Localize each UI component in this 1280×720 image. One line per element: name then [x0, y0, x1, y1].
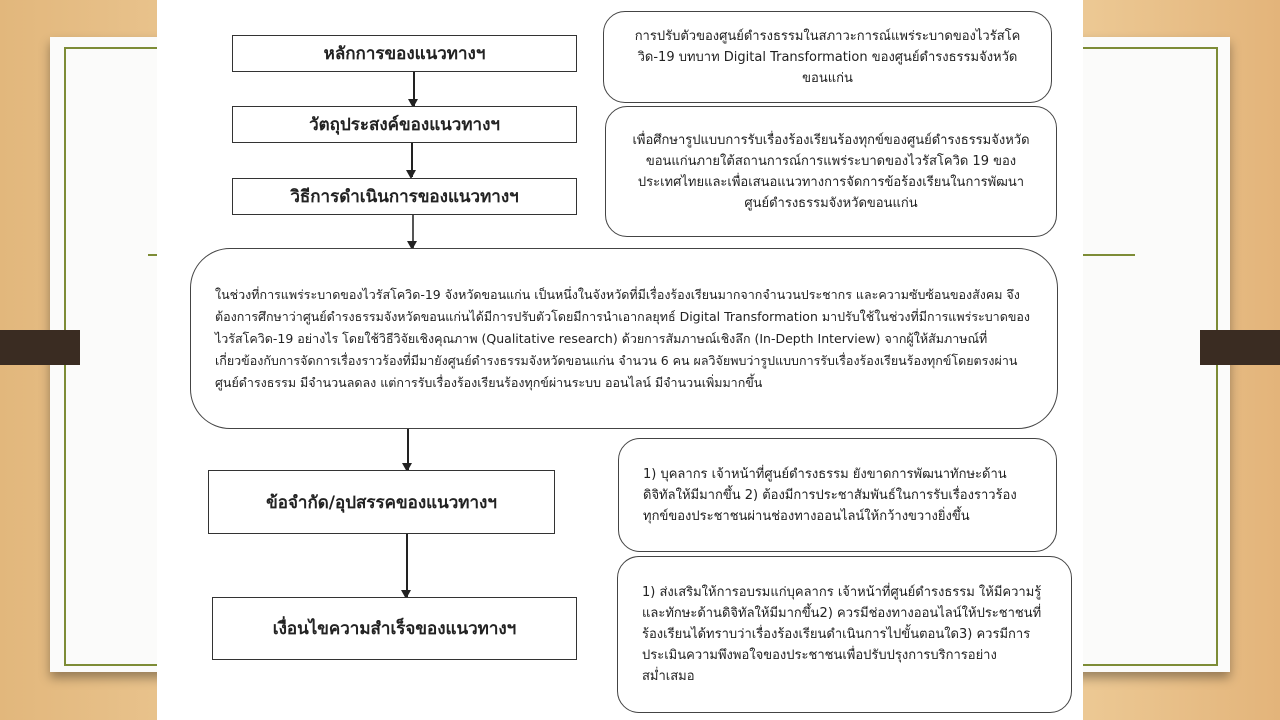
arrow-down — [403, 429, 411, 472]
detail-text: 1) ส่งเสริมให้การอบรมแก่บุคลากร เจ้าหน้า… — [642, 585, 1042, 684]
step-label: วิธีการดำเนินการของแนวทางฯ — [290, 187, 519, 207]
step-method: วิธีการดำเนินการของแนวทางฯ — [232, 178, 577, 215]
method-detail: ในช่วงที่การแพร่ระบาดของไวรัสโควิด-19 จั… — [190, 248, 1058, 429]
step-label: ข้อจำกัด/อุปสรรคของแนวทางฯ — [266, 492, 497, 513]
limitation-detail: 1) บุคลากร เจ้าหน้าที่ศูนย์ดำรงธรรม ยังข… — [618, 438, 1057, 552]
objective-detail: เพื่อศึกษารูปแบบการรับเรื่องร้องเรียนร้อ… — [605, 106, 1057, 237]
detail-text: 1) บุคลากร เจ้าหน้าที่ศูนย์ดำรงธรรม ยังข… — [643, 466, 1017, 524]
principle-detail: การปรับตัวของศูนย์ดำรงธรรมในสภาวะการณ์แพ… — [603, 11, 1052, 103]
step-objective: วัตถุประสงค์ของแนวทางฯ — [232, 106, 577, 143]
step-limitation: ข้อจำกัด/อุปสรรคของแนวทางฯ — [208, 470, 555, 534]
detail-text: การปรับตัวของศูนย์ดำรงธรรมในสภาวะการณ์แพ… — [634, 28, 1021, 86]
right-strap — [1200, 330, 1280, 365]
step-success: เงื่อนไขความสำเร็จของแนวทางฯ — [212, 597, 577, 660]
step-principle: หลักการของแนวทางฯ — [232, 35, 577, 72]
arrow-down — [407, 143, 415, 179]
arrow-down — [409, 72, 417, 108]
divider-line-left — [148, 254, 160, 256]
arrow-down — [402, 534, 410, 599]
divider-line-right — [1083, 254, 1135, 256]
detail-text: ในช่วงที่การแพร่ระบาดของไวรัสโควิด-19 จั… — [215, 286, 1030, 390]
step-label: วัตถุประสงค์ของแนวทางฯ — [309, 115, 500, 135]
left-strap — [0, 330, 80, 365]
step-label: เงื่อนไขความสำเร็จของแนวทางฯ — [272, 619, 517, 639]
connector-line — [408, 215, 416, 250]
detail-text: เพื่อศึกษารูปแบบการรับเรื่องร้องเรียนร้อ… — [632, 132, 1030, 211]
step-label: หลักการของแนวทางฯ — [323, 44, 486, 64]
success-detail: 1) ส่งเสริมให้การอบรมแก่บุคลากร เจ้าหน้า… — [617, 556, 1072, 713]
